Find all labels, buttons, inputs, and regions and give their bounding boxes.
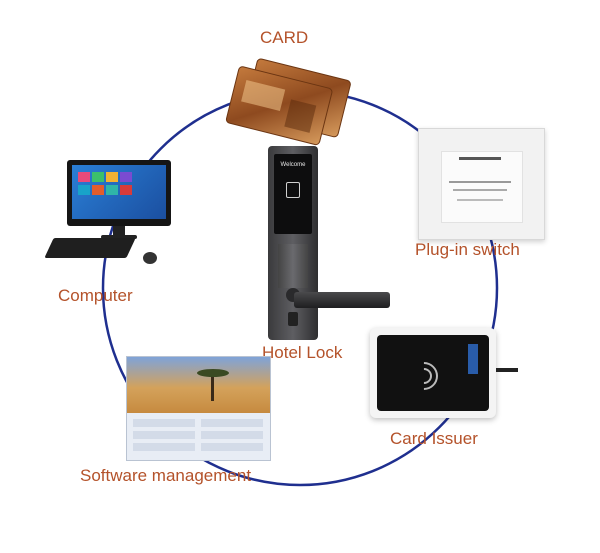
- software-label: Software management: [80, 466, 252, 485]
- lock-screen-text: Welcome: [280, 162, 306, 168]
- plugin-switch-label: Plug-in switch: [415, 240, 520, 259]
- card-image: [210, 58, 360, 148]
- computer-image: [44, 160, 175, 275]
- software-screenshot-image: [126, 356, 271, 461]
- card-issuer-label: Card Issuer: [390, 429, 478, 448]
- card-label: CARD: [260, 28, 309, 47]
- hotel-lock-label: Hotel Lock: [262, 343, 343, 362]
- hotel-lock-image: Welcome: [264, 146, 392, 342]
- computer-label: Computer: [58, 286, 133, 305]
- card-issuer-image: [370, 328, 518, 420]
- plugin-switch-image: [418, 128, 545, 240]
